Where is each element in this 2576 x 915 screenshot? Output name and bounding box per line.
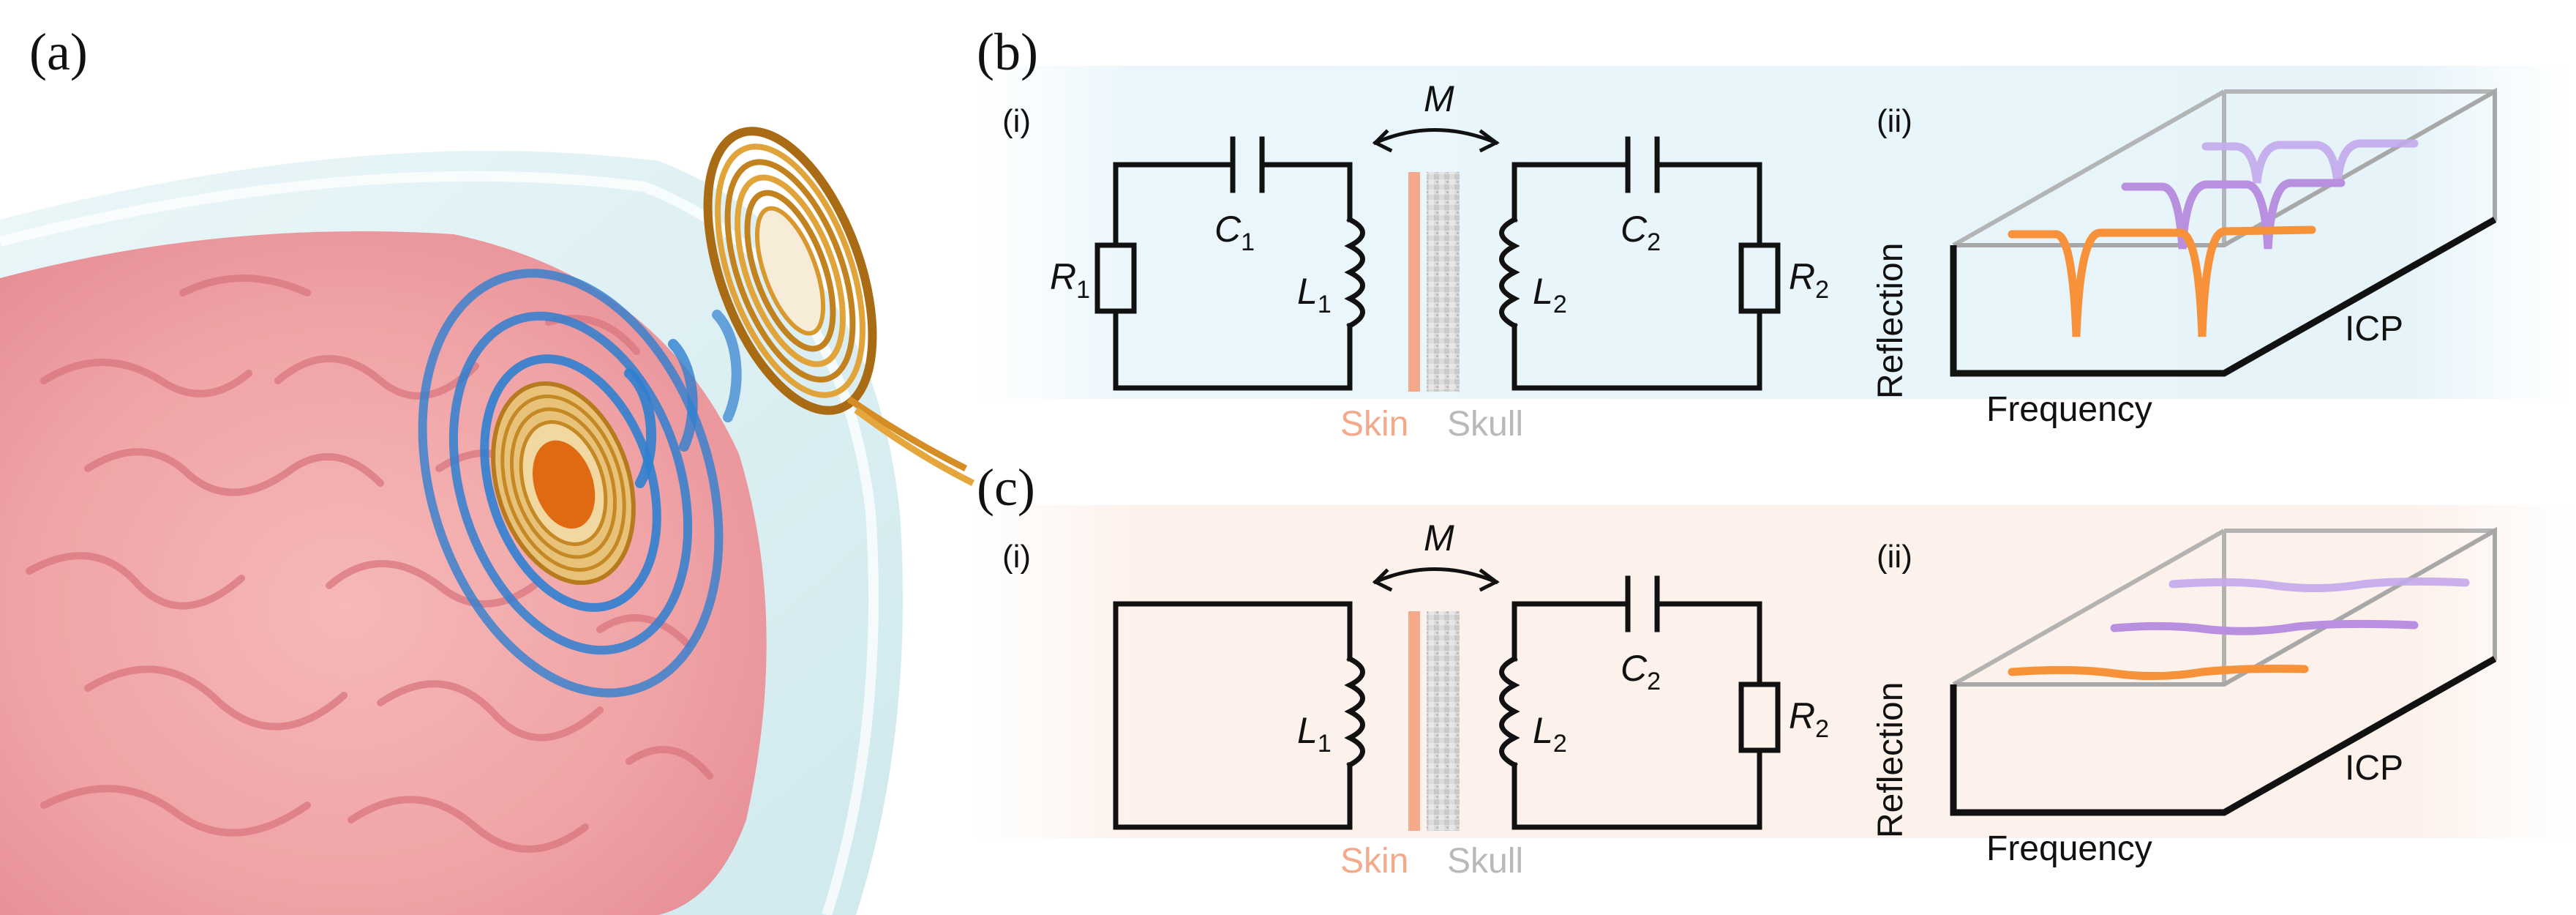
panel-c-mutual-label: M xyxy=(1424,518,1454,559)
l2-inductor-c xyxy=(1499,655,1520,769)
panel-c-skull-label: Skull xyxy=(1447,842,1523,881)
coil-lead-1 xyxy=(846,396,968,472)
panel-b-x-label: Frequency xyxy=(1986,390,2152,429)
panel-c-skin-layer xyxy=(1408,611,1420,831)
r1-label: R1 xyxy=(1050,256,1090,304)
panel-c-y-label: Reflection xyxy=(1871,682,1910,838)
l2-inductor xyxy=(1499,216,1520,329)
c2-label: C2 xyxy=(1621,209,1661,256)
panel-b-background xyxy=(973,66,2575,399)
panel-b-secondary-circuit xyxy=(1499,136,1781,391)
panel-b-3d-axes xyxy=(1950,87,2497,377)
coil-lead-2 xyxy=(854,407,975,487)
panel-b-mutual-arrow xyxy=(1373,128,1499,146)
panel-b-skull-layer xyxy=(1427,172,1460,392)
panel-b: (b) (i) M C1 R1 L1 Skin Skull xyxy=(973,23,2575,444)
implanted-coil xyxy=(491,381,636,586)
r2-label: R2 xyxy=(1789,256,1829,304)
panel-b-i-label: (i) xyxy=(1002,103,1031,139)
l1-label: L1 xyxy=(1297,271,1332,318)
panel-c-ii-label: (ii) xyxy=(1877,539,1912,575)
l2-label: L2 xyxy=(1533,271,1567,318)
panel-b-skull-label: Skull xyxy=(1447,405,1523,444)
l1-inductor xyxy=(1344,216,1365,329)
c1-label: C1 xyxy=(1214,209,1255,256)
l2-label-c: L2 xyxy=(1533,710,1567,758)
panel-b-y-label: Reflection xyxy=(1871,243,1910,399)
c2-label-c: C2 xyxy=(1621,648,1661,695)
orange-curve xyxy=(2008,225,2316,337)
purple-flat-curve xyxy=(2110,619,2419,635)
panel-c-3d-axes xyxy=(1950,526,2497,816)
panel-c-skin-label: Skin xyxy=(1340,842,1408,881)
panel-c: (c) (i) M L1 Skin Skull L2 C2 R2 (ii) xyxy=(973,458,2575,881)
l1-inductor-c xyxy=(1344,655,1365,769)
panel-a-label: (a) xyxy=(29,23,88,81)
panel-b-reflection-curves xyxy=(2008,139,2419,337)
panel-c-background xyxy=(973,505,2575,838)
brain-shape xyxy=(0,231,767,915)
panel-c-x-label: Frequency xyxy=(1986,829,2152,868)
external-coil xyxy=(703,127,877,415)
panel-c-mutual-arrow xyxy=(1373,567,1499,585)
panel-c-skull-layer xyxy=(1427,611,1460,831)
brain-folds xyxy=(26,274,713,853)
orange-flat-curve xyxy=(2008,665,2309,681)
panel-b-mutual-label: M xyxy=(1424,78,1454,119)
panel-c-z-label: ICP xyxy=(2345,749,2403,788)
panel-c-i-label: (i) xyxy=(1002,539,1031,575)
panel-b-label: (b) xyxy=(977,23,1038,81)
panel-c-label: (c) xyxy=(977,458,1035,517)
r1-resistor xyxy=(1094,242,1137,314)
wireless-waves xyxy=(418,269,742,698)
panel-a: (a) xyxy=(0,23,975,915)
panel-b-skin-layer xyxy=(1408,172,1420,392)
panel-c-reflection-curves xyxy=(2008,577,2470,681)
panel-c-primary-circuit xyxy=(1113,601,1365,830)
panel-b-z-label: ICP xyxy=(2345,310,2403,348)
panel-c-secondary-circuit xyxy=(1499,575,1781,830)
r2-resistor-c xyxy=(1738,681,1781,753)
l1-label-c: L1 xyxy=(1297,710,1332,758)
panel-b-skin-label: Skin xyxy=(1340,405,1408,444)
r2-label-c: R2 xyxy=(1789,695,1829,743)
r2-resistor xyxy=(1738,242,1781,314)
panel-b-ii-label: (ii) xyxy=(1877,103,1912,139)
lavender-flat-curve xyxy=(2168,577,2470,593)
purple-curve xyxy=(2121,179,2346,250)
lavender-curve xyxy=(2201,139,2419,184)
panel-b-primary-circuit xyxy=(1094,136,1365,391)
